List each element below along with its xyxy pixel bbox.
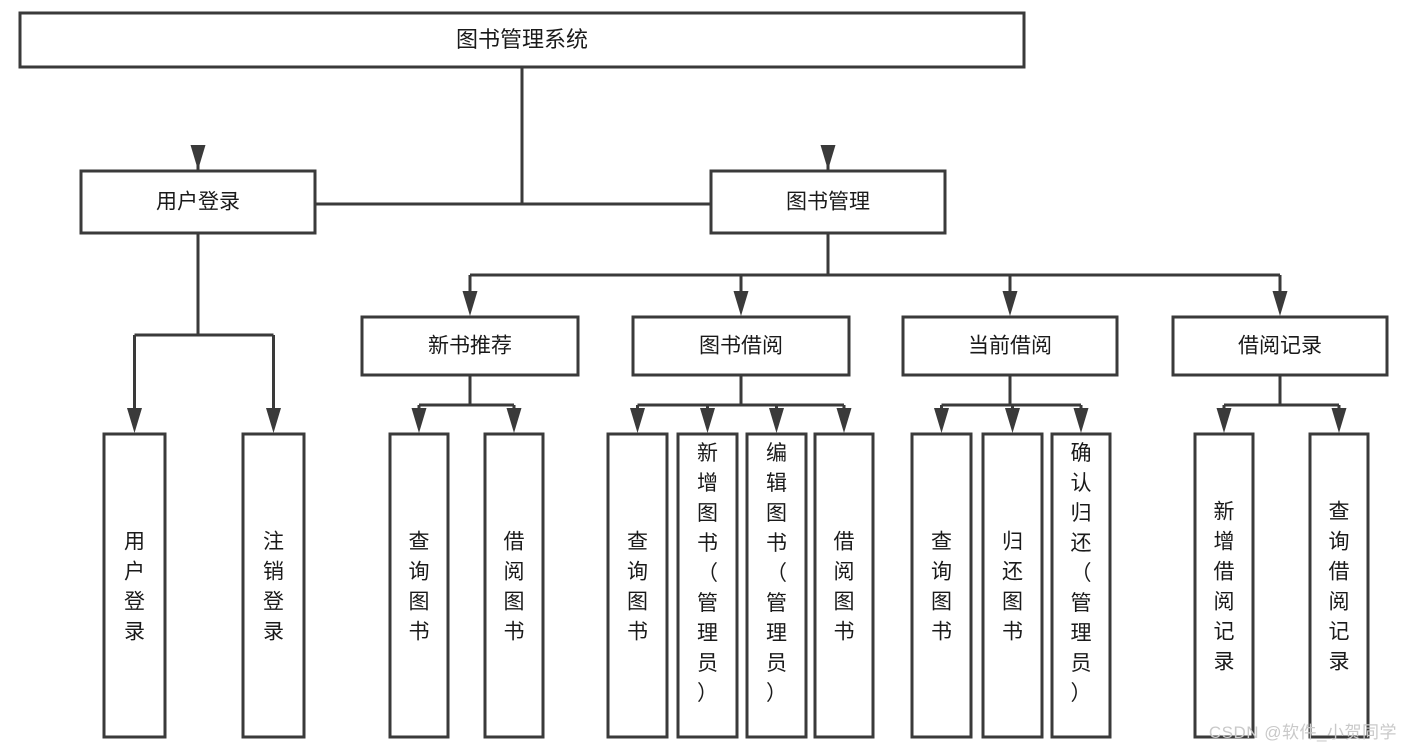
- connector-group-borrow-record: [1216, 375, 1347, 433]
- node-box: [813, 432, 875, 739]
- connector-arrow-icon: [820, 145, 836, 170]
- node-leaf-query-book[interactable]: 查询图书: [606, 432, 669, 739]
- node-box: [631, 315, 851, 377]
- connector-group-book-manage: [462, 233, 1288, 316]
- node-box: [483, 432, 545, 739]
- node-box: [901, 315, 1119, 377]
- connector-arrow-icon: [1005, 408, 1020, 433]
- connector-arrow-icon: [836, 408, 852, 433]
- node-leaf-add-record[interactable]: 新增借阅记录: [1193, 432, 1255, 739]
- node-label-vertical: 新增图书（管理员）: [697, 442, 718, 705]
- node-label-vertical: 编辑图书（管理员）: [766, 442, 787, 705]
- node-leaf-query-book-cur[interactable]: 查询图书: [910, 432, 973, 739]
- node-box: [79, 169, 317, 235]
- csdn-watermark: CSDN @软件_小贺同学: [1208, 723, 1397, 742]
- node-label: 当前借阅: [968, 335, 1052, 358]
- node-label-vertical: 借阅图书: [834, 531, 855, 644]
- connector-arrow-icon: [733, 291, 749, 316]
- node-root[interactable]: 图书管理系统: [18, 11, 1026, 69]
- node-box: [360, 315, 580, 377]
- node-box: [1308, 432, 1370, 739]
- node-leaf-confirm-return[interactable]: 确认归还（管理员）: [1050, 432, 1112, 739]
- node-borrow-record[interactable]: 借阅记录: [1171, 315, 1389, 377]
- node-box: [606, 432, 669, 739]
- connector-group-current-borrow: [934, 375, 1089, 433]
- node-book-manage[interactable]: 图书管理: [709, 169, 947, 235]
- node-box: [388, 432, 450, 739]
- node-box: [709, 169, 947, 235]
- node-label-vertical: 归还图书: [1002, 531, 1023, 644]
- node-label: 图书借阅: [699, 335, 783, 358]
- node-box: [18, 11, 1026, 69]
- connector-layer: [127, 67, 1347, 433]
- node-leaf-edit-book[interactable]: 编辑图书（管理员）: [745, 432, 808, 739]
- node-label: 图书管理系统: [456, 27, 588, 52]
- connector-arrow-icon: [1272, 291, 1288, 316]
- node-box: [241, 432, 306, 739]
- node-label: 借阅记录: [1238, 335, 1322, 358]
- node-label: 图书管理: [786, 191, 870, 214]
- connector-arrow-icon: [934, 408, 949, 433]
- node-leaf-return-book[interactable]: 归还图书: [981, 432, 1044, 739]
- connector-arrow-icon: [1331, 408, 1347, 433]
- node-leaf-query-book-rec[interactable]: 查询图书: [388, 432, 450, 739]
- node-label-vertical: 确认归还（管理员）: [1071, 442, 1092, 705]
- node-box: [745, 432, 808, 739]
- node-box: [1050, 432, 1112, 739]
- node-current-borrow[interactable]: 当前借阅: [901, 315, 1119, 377]
- node-box: [981, 432, 1044, 739]
- node-label-vertical: 查询图书: [627, 531, 648, 644]
- node-leaf-add-book[interactable]: 新增图书（管理员）: [676, 432, 739, 739]
- node-box: [1171, 315, 1389, 377]
- node-label-vertical: 新增借阅记录: [1214, 501, 1235, 674]
- connector-arrow-icon: [769, 408, 784, 433]
- node-label: 新书推荐: [428, 335, 512, 358]
- node-box: [910, 432, 973, 739]
- connector-arrow-icon: [462, 291, 478, 316]
- connector-group-book-borrow: [630, 375, 852, 433]
- node-label-vertical: 查询借阅记录: [1329, 501, 1350, 674]
- node-new-book-rec[interactable]: 新书推荐: [360, 315, 580, 377]
- connector-arrow-icon: [190, 145, 206, 170]
- connector-group-new-book-rec: [411, 375, 522, 433]
- connector-arrow-icon: [1002, 291, 1018, 316]
- node-label: 用户登录: [156, 191, 240, 214]
- node-leaf-borrow-book-rec[interactable]: 借阅图书: [483, 432, 545, 739]
- node-label-vertical: 用户登录: [124, 531, 145, 644]
- node-box: [1193, 432, 1255, 739]
- node-label-vertical: 借阅图书: [504, 531, 525, 644]
- node-label-vertical: 注销登录: [263, 531, 284, 644]
- node-box: [676, 432, 739, 739]
- node-leaf-query-record[interactable]: 查询借阅记录: [1308, 432, 1370, 739]
- connector-arrow-icon: [1073, 408, 1089, 433]
- connector-arrow-icon: [127, 408, 142, 433]
- node-user-login[interactable]: 用户登录: [79, 169, 317, 235]
- node-label-vertical: 查询图书: [931, 531, 952, 644]
- node-leaf-user-login[interactable]: 用户登录: [102, 432, 167, 739]
- connector-arrow-icon: [1216, 408, 1232, 433]
- node-layer: 图书管理系统用户登录图书管理新书推荐图书借阅当前借阅借阅记录用户登录注销登录查询…: [18, 11, 1389, 739]
- node-book-borrow[interactable]: 图书借阅: [631, 315, 851, 377]
- connector-group-user-login: [127, 233, 281, 433]
- node-leaf-user-logout[interactable]: 注销登录: [241, 432, 306, 739]
- node-box: [102, 432, 167, 739]
- connector-arrow-icon: [630, 408, 645, 433]
- node-leaf-borrow-book[interactable]: 借阅图书: [813, 432, 875, 739]
- connector-arrow-icon: [506, 408, 522, 433]
- connector-arrow-icon: [411, 408, 427, 433]
- connector-arrow-icon: [266, 408, 281, 433]
- node-label-vertical: 查询图书: [409, 531, 430, 644]
- connector-arrow-icon: [700, 408, 715, 433]
